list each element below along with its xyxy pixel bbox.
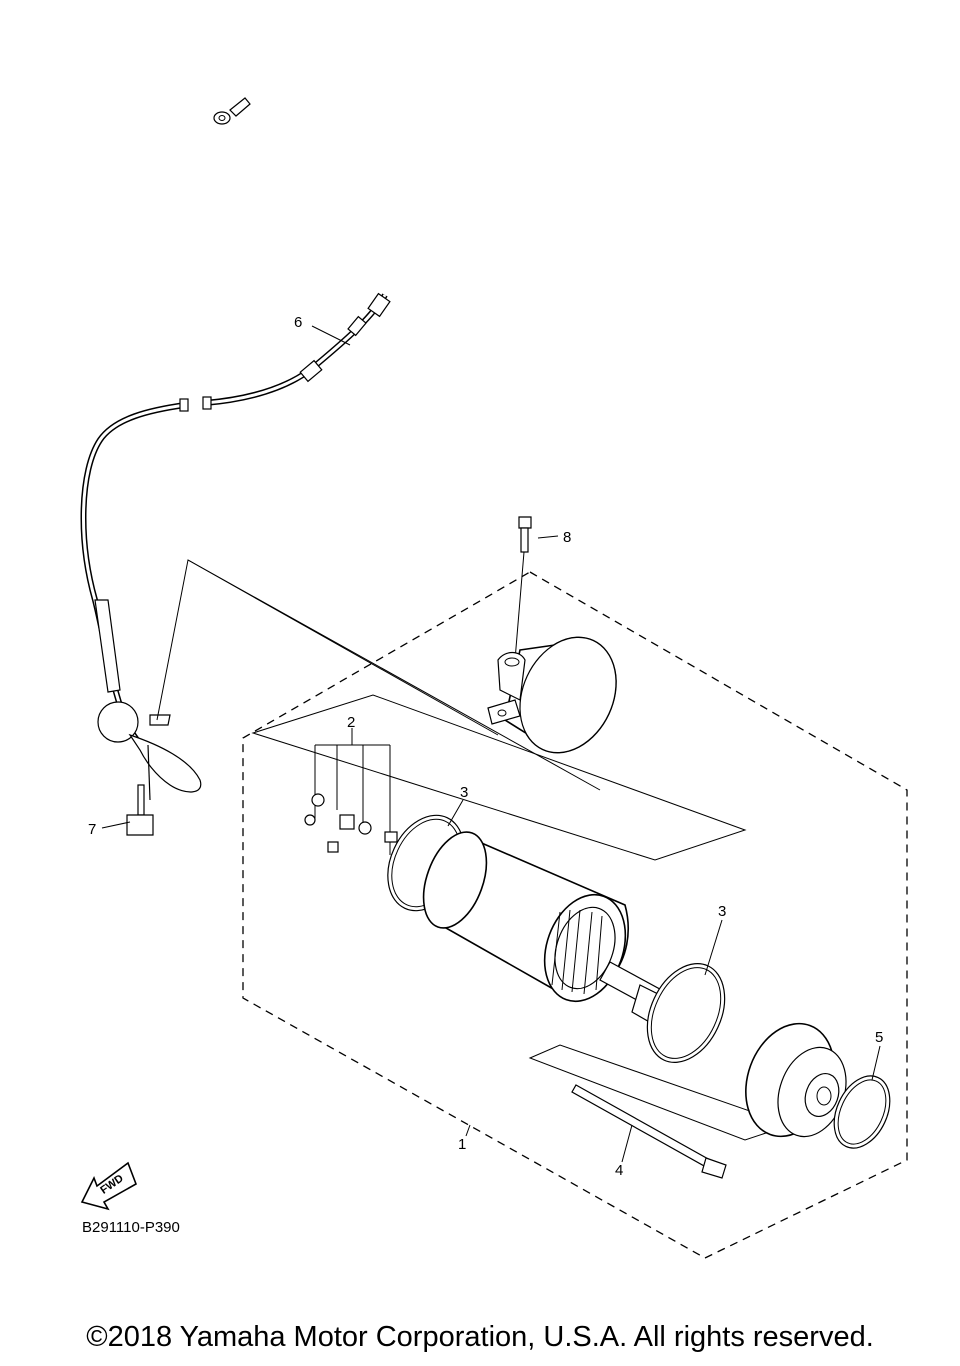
callout-3-left: 3 xyxy=(460,784,468,801)
callout-leaders xyxy=(101,325,881,1163)
o-ring-5 xyxy=(833,1075,891,1149)
callout-6: 6 xyxy=(294,314,302,331)
rear-cover xyxy=(745,1022,847,1138)
bolt-7 xyxy=(126,784,154,836)
assembly-boundary xyxy=(242,571,908,1259)
fwd-arrow-icon: FWD xyxy=(80,1161,137,1211)
cable-leader xyxy=(156,559,499,736)
callout-3-right: 3 xyxy=(718,903,726,920)
callout-5: 5 xyxy=(875,1029,883,1046)
brush-plate-outline xyxy=(251,694,747,861)
long-bolt-4 xyxy=(571,1084,727,1179)
motor-body xyxy=(422,831,681,1036)
diagram-code: B291110-P390 xyxy=(82,1219,180,1236)
callout-8: 8 xyxy=(563,529,571,546)
callout-4: 4 xyxy=(615,1162,623,1179)
callout-7: 7 xyxy=(88,821,96,838)
bolt-8 xyxy=(514,516,532,661)
front-cover xyxy=(487,636,617,754)
copyright-notice: ©2018 Yamaha Motor Corporation, U.S.A. A… xyxy=(86,1321,874,1353)
brush-holder xyxy=(304,728,398,855)
starter-cable xyxy=(80,77,470,801)
callout-1: 1 xyxy=(458,1136,466,1153)
callout-2: 2 xyxy=(347,714,355,731)
